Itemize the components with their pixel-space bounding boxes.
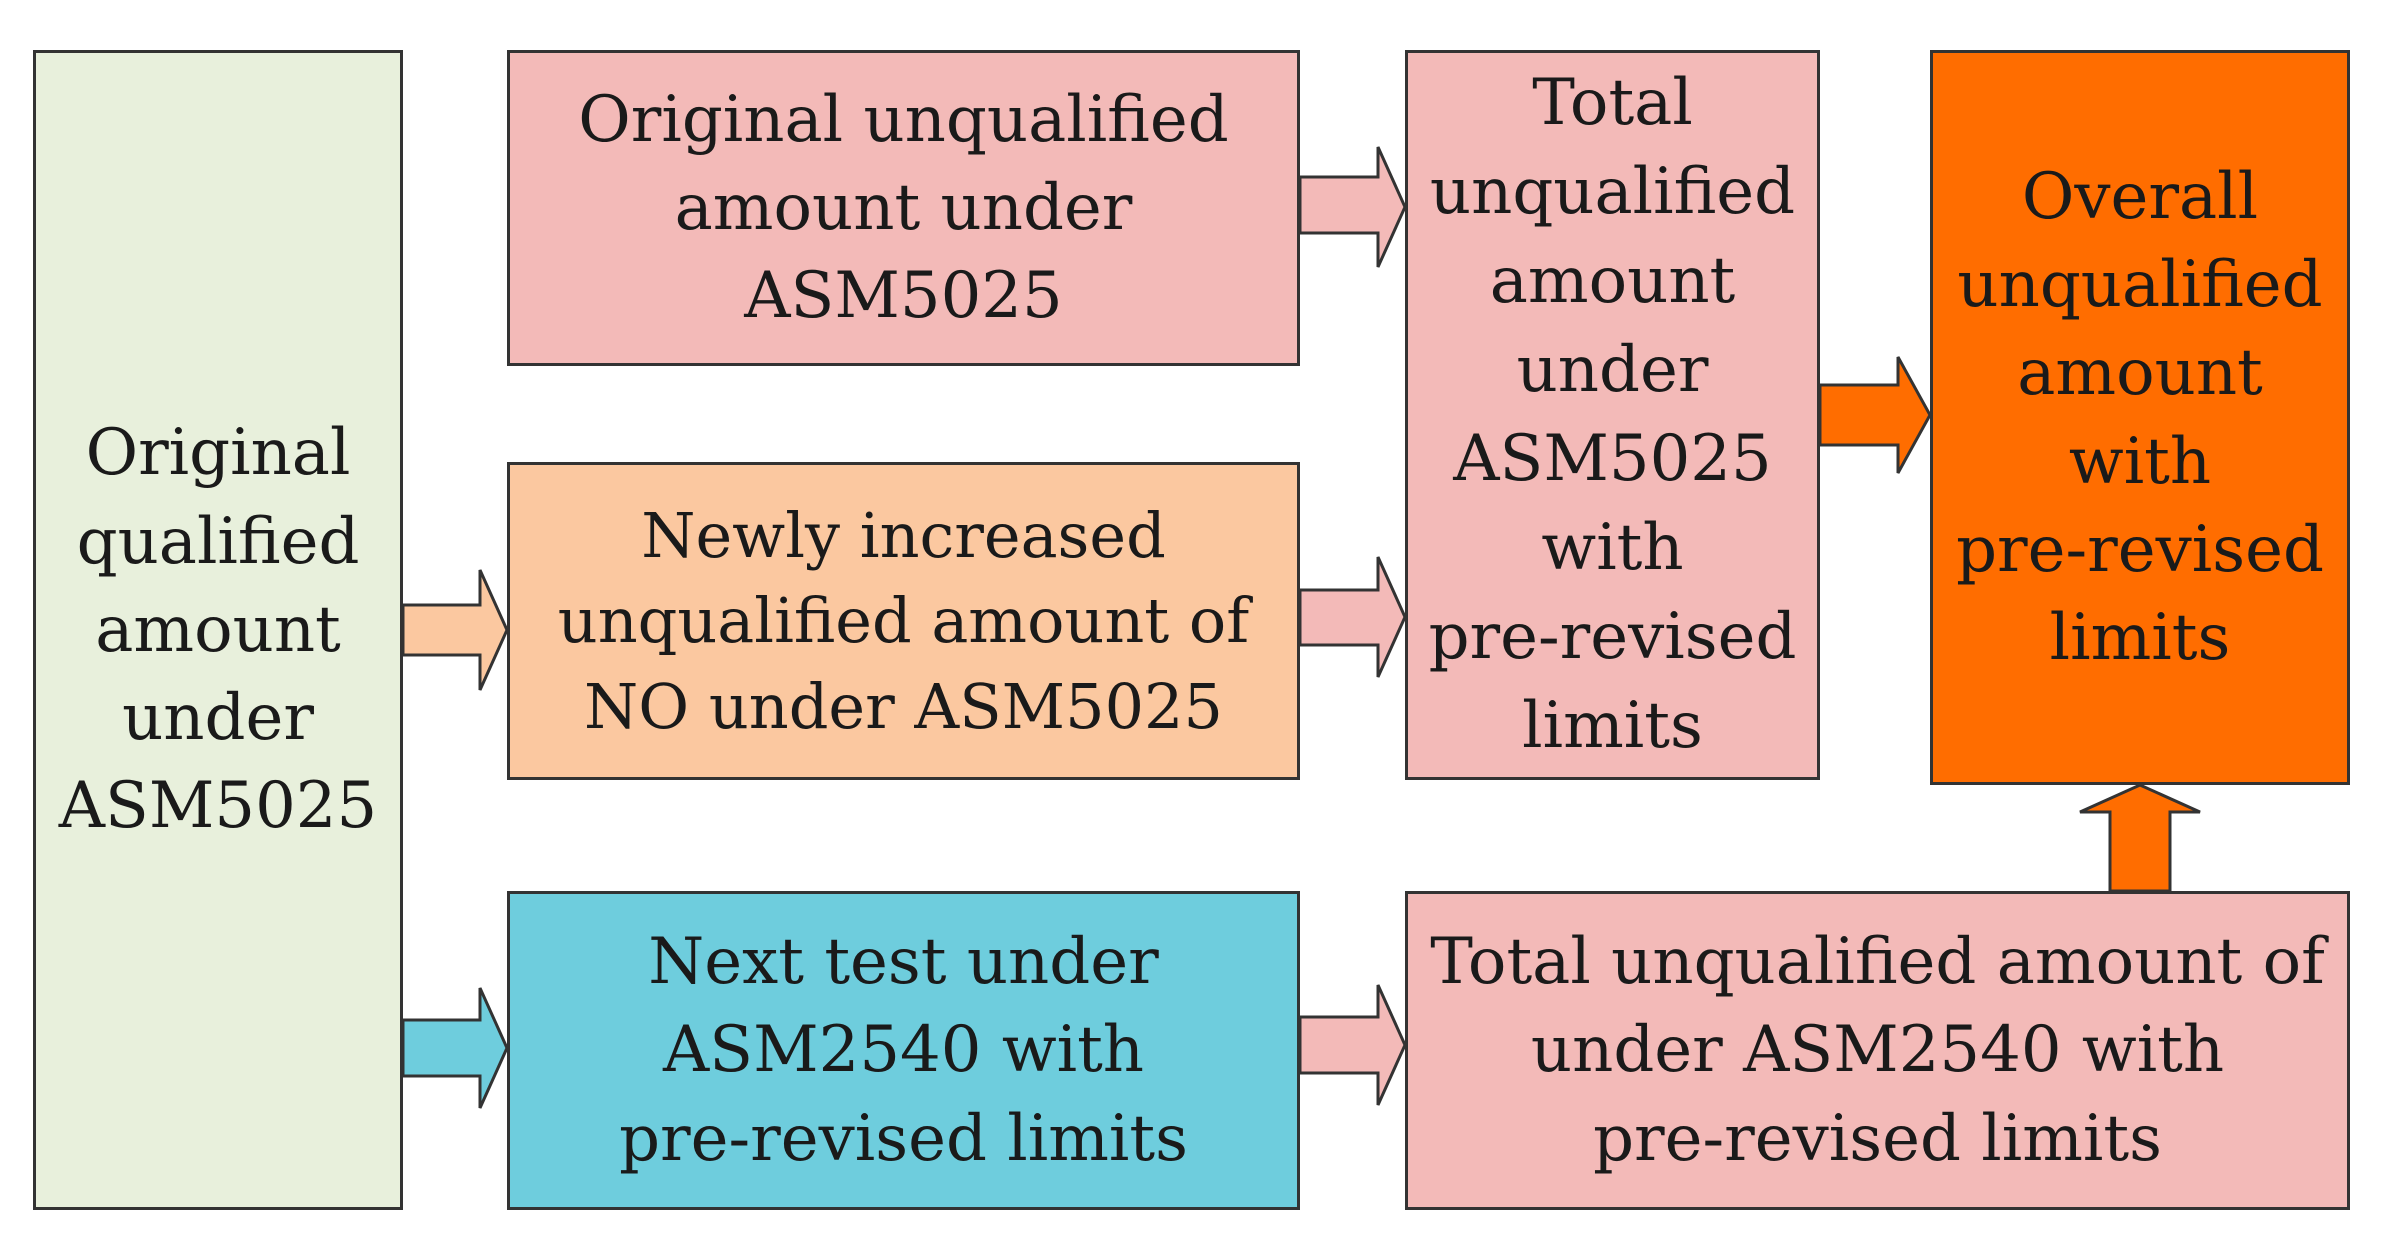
- arrow-next-test-to-total-2540: [1298, 984, 1407, 1106]
- node-newly-increased: Newly increased unqualified amount of NO…: [507, 462, 1300, 780]
- arrow-newly-increased-to-total-5025: [1298, 556, 1407, 678]
- node-newly-increased-label: Newly increased unqualified amount of NO…: [557, 498, 1250, 743]
- arrow-qualified-to-next-test: [401, 987, 509, 1109]
- arrow-total-5025-to-overall: [1818, 356, 1932, 474]
- node-total-unqualified-2540-label: Total unqualified amount of under ASM254…: [1430, 925, 2325, 1176]
- node-overall-unqualified: Overall unqualified amount with pre-revi…: [1930, 50, 2350, 785]
- node-next-test: Next test under ASM2540 with pre-revised…: [507, 891, 1300, 1210]
- arrow-original-unqualified-to-total-5025: [1298, 146, 1407, 268]
- node-original-unqualified: Original unqualified amount under ASM502…: [507, 50, 1300, 366]
- node-overall-unqualified-label: Overall unqualified amount with pre-revi…: [1956, 159, 2324, 676]
- node-original-unqualified-label: Original unqualified amount under ASM502…: [578, 82, 1229, 334]
- node-original-qualified: Original qualified amount under ASM5025: [33, 50, 403, 1210]
- node-total-unqualified-2540: Total unqualified amount of under ASM254…: [1405, 891, 2350, 1210]
- arrow-qualified-to-newly-increased: [401, 569, 509, 691]
- node-original-qualified-label: Original qualified amount under ASM5025: [58, 416, 378, 844]
- node-next-test-label: Next test under ASM2540 with pre-revised…: [619, 925, 1188, 1176]
- arrow-total-2540-to-overall: [2079, 783, 2201, 893]
- node-total-unqualified-5025-label: Total unqualified amount under ASM5025 w…: [1428, 66, 1797, 763]
- node-total-unqualified-5025: Total unqualified amount under ASM5025 w…: [1405, 50, 1820, 780]
